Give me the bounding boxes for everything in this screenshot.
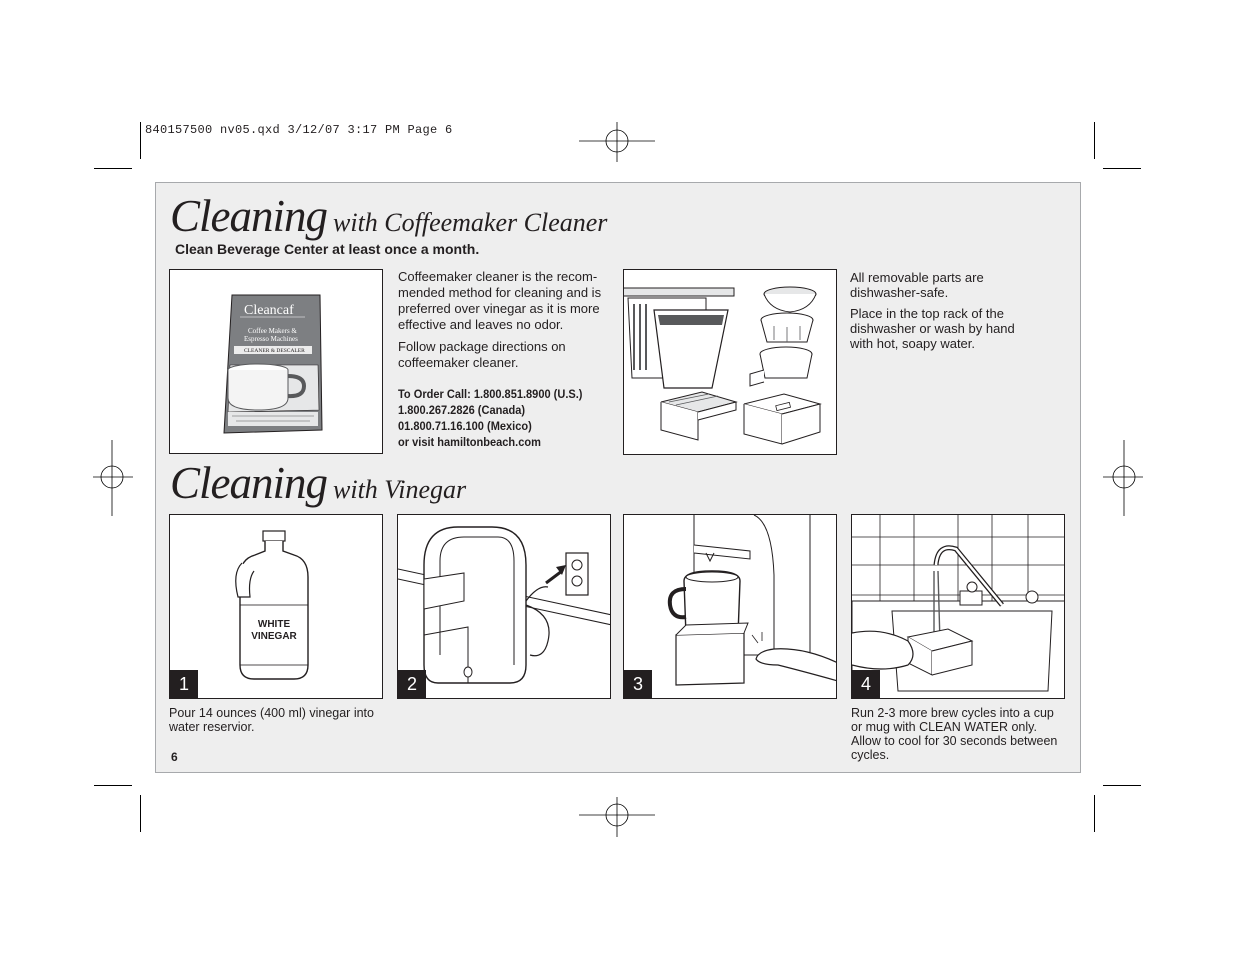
jug-label-line-2: VINEGAR xyxy=(251,631,297,642)
cleaner-package-icon: Cleancaf Coffee Makers & Espresso Machin… xyxy=(223,294,323,434)
crop-mark xyxy=(140,795,141,832)
order-line-us: To Order Call: 1.800.851.8900 (U.S.) xyxy=(398,387,583,401)
cleaner-instructions: Coffeemaker cleaner is the recom-mended … xyxy=(398,269,613,377)
page-number: 6 xyxy=(171,750,178,764)
section-subtitle: Clean Beverage Center at least once a mo… xyxy=(175,241,480,257)
title-main: Cleaning xyxy=(170,458,328,508)
step-1-caption: Pour 14 ounces (400 ml) vinegar into wat… xyxy=(169,706,374,734)
step-1-illustration: WHITE VINEGAR 1 xyxy=(169,514,383,699)
dishwasher-illustration xyxy=(623,269,837,455)
crop-mark xyxy=(94,785,132,786)
dishwasher-text-1: All removable parts are dishwasher-safe. xyxy=(850,270,984,300)
step-4-illustration: 4 xyxy=(851,514,1065,699)
crop-mark xyxy=(1094,122,1095,159)
start-brew-icon xyxy=(667,515,836,686)
dishwasher-icon xyxy=(624,286,822,445)
registration-mark-icon xyxy=(93,440,133,516)
crop-mark xyxy=(1103,785,1141,786)
dishwasher-text-2: Place in the top rack of the dishwasher … xyxy=(850,306,1015,351)
package-band: CLEANER & DESCALER xyxy=(244,348,305,354)
registration-mark-icon xyxy=(1103,440,1143,516)
cleaner-paragraph-1: Coffeemaker cleaner is the recom-mended … xyxy=(398,269,602,332)
registration-mark-icon xyxy=(579,122,655,162)
cleaner-paragraph-2: Follow package directions on coffeemaker… xyxy=(398,339,566,370)
order-line-website: or visit hamiltonbeach.com xyxy=(398,435,541,449)
crop-mark xyxy=(1103,168,1141,169)
slug-line: 840157500 nv05.qxd 3/12/07 3:17 PM Page … xyxy=(145,123,453,137)
registration-mark-icon xyxy=(579,797,655,837)
crop-mark xyxy=(140,122,141,159)
order-line-mexico: 01.800.71.16.100 (Mexico) xyxy=(398,419,532,433)
package-brand: Cleancaf xyxy=(244,303,294,318)
package-line2: Espresso Machines xyxy=(244,335,298,343)
dishwasher-instructions: All removable parts are dishwasher-safe.… xyxy=(850,270,1040,357)
step-4-caption: Run 2-3 more brew cycles into a cup or m… xyxy=(851,706,1058,762)
jug-label-line-1: WHITE xyxy=(258,619,291,630)
rinse-parts-icon xyxy=(852,515,1064,698)
order-line-canada: 1.800.267.2826 (Canada) xyxy=(398,403,526,417)
vinegar-jug-icon: WHITE VINEGAR xyxy=(235,530,309,680)
step-2-illustration: 2 xyxy=(397,514,611,699)
step-number: 4 xyxy=(852,670,880,698)
step-number: 1 xyxy=(170,670,198,698)
title-main: Cleaning xyxy=(170,191,328,241)
step-number: 2 xyxy=(398,670,426,698)
cleaner-package-illustration: Cleancaf Coffee Makers & Espresso Machin… xyxy=(169,269,383,454)
unplug-coffeemaker-icon xyxy=(398,526,610,684)
package-line1: Coffee Makers & xyxy=(248,327,297,335)
title-sub: with Coffeemaker Cleaner xyxy=(333,208,608,237)
crop-mark xyxy=(94,168,132,169)
step-3-illustration: 3 xyxy=(623,514,837,699)
title-sub: with Vinegar xyxy=(333,475,467,504)
step-number: 3 xyxy=(624,670,652,698)
order-info: To Order Call: 1.800.851.8900 (U.S.) 1.8… xyxy=(398,386,582,450)
crop-mark xyxy=(1094,795,1095,832)
